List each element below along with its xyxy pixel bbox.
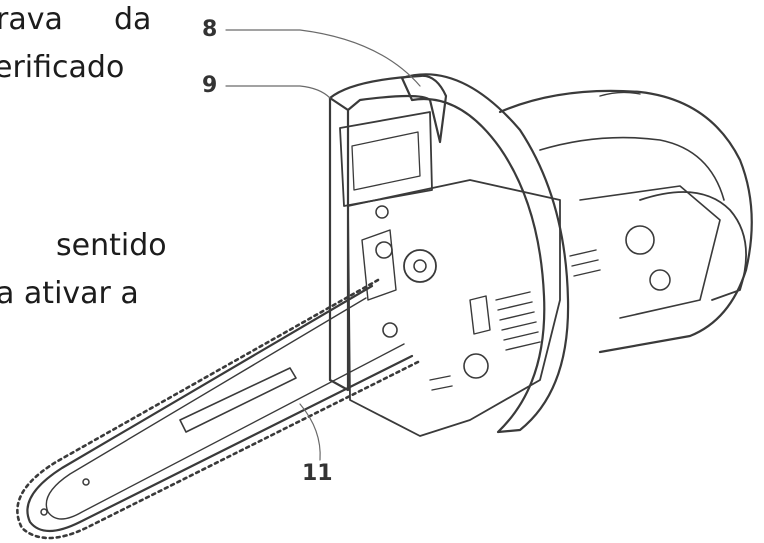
front-handle [400, 73, 570, 434]
callout-label-11: 11 [302, 461, 333, 486]
engine-housing [347, 89, 753, 437]
text-line1-word1: rava [0, 2, 63, 37]
hand-guard [328, 74, 448, 392]
leader-9 [225, 85, 331, 99]
callout-label-9: 9 [202, 73, 218, 98]
callout-label-8: 8 [202, 17, 218, 42]
text-line4: a ativar a [0, 276, 139, 311]
text-line2: erificado [0, 50, 125, 85]
text-line3: sentido [56, 228, 167, 263]
callout-leaders [225, 29, 421, 461]
guide-bar [16, 278, 420, 540]
leader-8 [225, 29, 421, 87]
text-line1-word2: da [114, 2, 152, 37]
leader-11 [299, 403, 321, 461]
